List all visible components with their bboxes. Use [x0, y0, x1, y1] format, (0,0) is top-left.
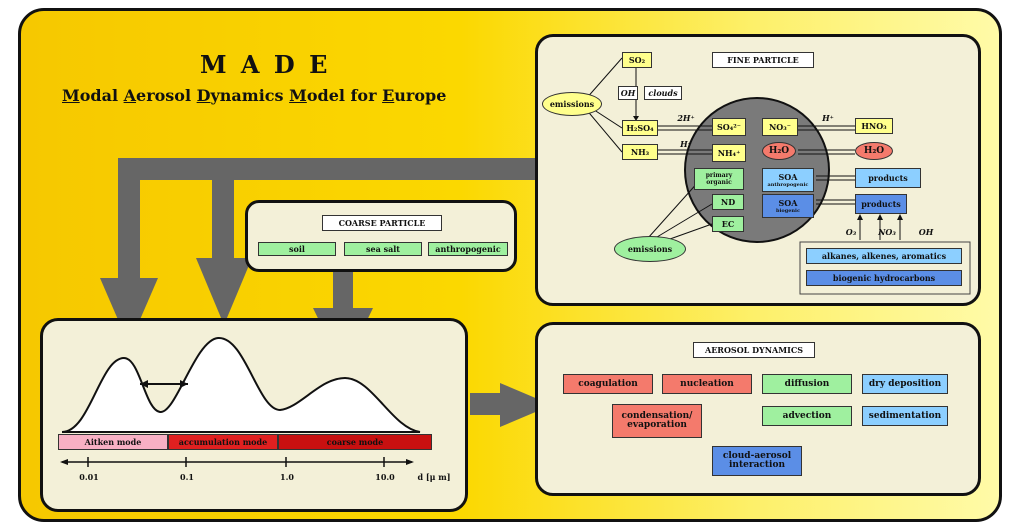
soa-biogenic-box: SOA biogenic [762, 194, 814, 218]
condensation-evaporation-box: condensation/ evaporation [612, 404, 702, 438]
subtitle-word: erosol [136, 86, 197, 105]
label-h-plus-right: H⁺ [822, 112, 834, 123]
soa-bio-label: SOA [778, 197, 798, 208]
coagulation-box: coagulation [563, 374, 653, 394]
coarse-heading: COARSE PARTICLE [322, 215, 442, 231]
products-biogenic: products [855, 194, 907, 214]
nh3-box: NH₃ [622, 144, 658, 160]
no3-box: NO₃⁻ [762, 118, 798, 136]
so4-box: SO₄²⁻ [712, 118, 746, 136]
oxidant-oh: OH [918, 226, 934, 237]
so2-box: SO₂ [622, 52, 652, 68]
axis-tick-10.0: 10.0 [375, 471, 395, 482]
aitken-mode-bar: Aitken mode [58, 434, 168, 450]
biogenic-hydrocarbons-box: biogenic hydrocarbons [806, 270, 962, 286]
axis-tick-0.01: 0.01 [79, 471, 99, 482]
cloud-aerosol-box: cloud-aerosol interaction [712, 446, 802, 476]
page-subtitle: Modal Aerosol Dynamics Model for Europe [62, 86, 446, 105]
advection-box: advection [762, 406, 852, 426]
coarse-item-anthropogenic: anthropogenic [428, 242, 508, 256]
products-anthropogenic: products [855, 168, 921, 188]
axis-label: d [μ m] [417, 471, 451, 482]
subtitle-initial: M [289, 86, 307, 105]
soa-anthropogenic-box: SOA anthropogenic [762, 168, 814, 192]
ec-box: EC [712, 216, 744, 232]
emissions-top: emissions [542, 92, 602, 116]
oh-box: OH [618, 86, 638, 100]
diffusion-box: diffusion [762, 374, 852, 394]
coarse-mode-bar: coarse mode [278, 434, 432, 450]
alkanes-box: alkanes, alkenes, aromatics [806, 248, 962, 264]
soa-anthro-label: SOA [778, 171, 798, 182]
dry-deposition-box: dry deposition [862, 374, 948, 394]
axis-tick-1.0: 1.0 [280, 471, 294, 482]
h2so4-box: H₂SO₄ [622, 120, 658, 136]
subtitle-word: ynamics [210, 86, 290, 105]
subtitle-initial: A [123, 86, 137, 105]
nucleation-box: nucleation [662, 374, 752, 394]
fine-heading: FINE PARTICLE [712, 52, 814, 68]
subtitle-initial: M [62, 86, 80, 105]
coarse-item-soil: soil [258, 242, 336, 256]
h2o-outside: H₂O [855, 142, 893, 160]
page-title: M A D E [200, 50, 331, 79]
h2o-inside: H₂O [762, 142, 796, 160]
sedimentation-box: sedimentation [862, 406, 948, 426]
oxidant-no3: NO₃ [878, 226, 896, 237]
soa-bio-sublabel: biogenic [776, 207, 800, 214]
oxidant-o3: O₃ [845, 226, 857, 237]
subtitle-word: odal [79, 86, 124, 105]
coarse-particle-panel [245, 200, 517, 272]
subtitle-initial: D [196, 86, 211, 105]
dynamics-heading: AEROSOL DYNAMICS [693, 342, 815, 358]
nh4-box: NH₄⁺ [712, 144, 746, 162]
coarse-item-sea-salt: sea salt [344, 242, 422, 256]
soa-anthro-sublabel: anthropogenic [767, 181, 809, 188]
clouds-box: clouds [644, 86, 682, 100]
subtitle-word: urope [394, 86, 447, 105]
nd-box: ND [712, 194, 744, 210]
hno3-box: HNO₃ [855, 118, 893, 134]
label-h-plus-left: H⁺ [680, 138, 692, 149]
accumulation-mode-bar: accumulation mode [168, 434, 278, 450]
primary-organic-box: primary organic [694, 168, 744, 190]
emissions-bottom: emissions [614, 236, 686, 262]
label-2h-plus: 2H⁺ [677, 112, 695, 123]
subtitle-initial: E [382, 86, 395, 105]
subtitle-word: odel for [306, 86, 383, 105]
axis-tick-0.1: 0.1 [180, 471, 194, 482]
